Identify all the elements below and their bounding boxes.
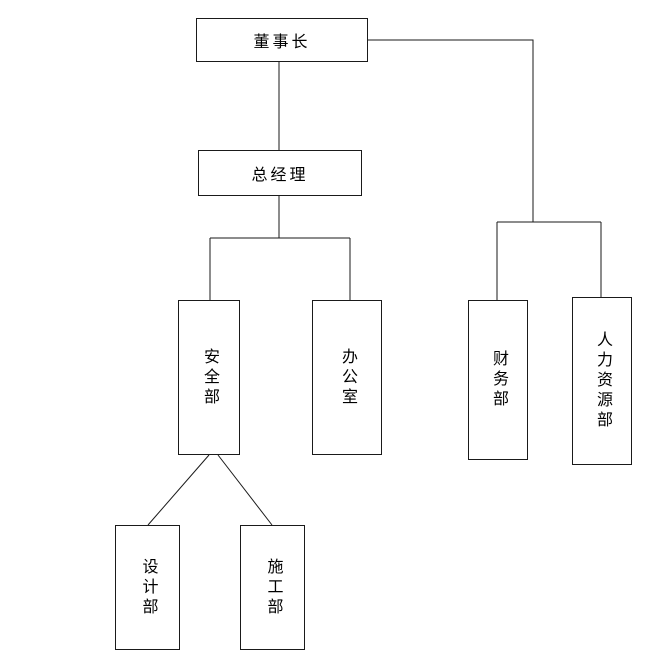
node-chairman-label: 董事长 — [253, 34, 311, 51]
node-design-dept: 设计部 — [115, 525, 180, 650]
node-general-manager-label: 总经理 — [251, 167, 309, 184]
node-construction-dept: 施工部 — [240, 525, 305, 650]
node-office: 办公室 — [312, 300, 382, 455]
node-safety-dept: 安全部 — [178, 300, 240, 455]
node-design-dept-label: 设计部 — [139, 557, 157, 618]
node-construction-dept-label: 施工部 — [264, 557, 282, 618]
node-safety-dept-label: 安全部 — [201, 347, 218, 408]
node-finance-dept: 财务部 — [468, 300, 528, 460]
node-chairman: 董事长 — [196, 18, 368, 62]
connector-safety-construction — [217, 454, 273, 526]
connector-chairman-right-trunk — [368, 39, 534, 222]
connector-safety-design — [147, 454, 210, 526]
node-general-manager: 总经理 — [198, 150, 362, 196]
node-office-label: 办公室 — [339, 347, 356, 408]
node-hr-dept-label: 人力资源部 — [594, 331, 611, 431]
node-hr-dept: 人力资源部 — [572, 297, 632, 465]
node-finance-dept-label: 财务部 — [490, 350, 507, 410]
